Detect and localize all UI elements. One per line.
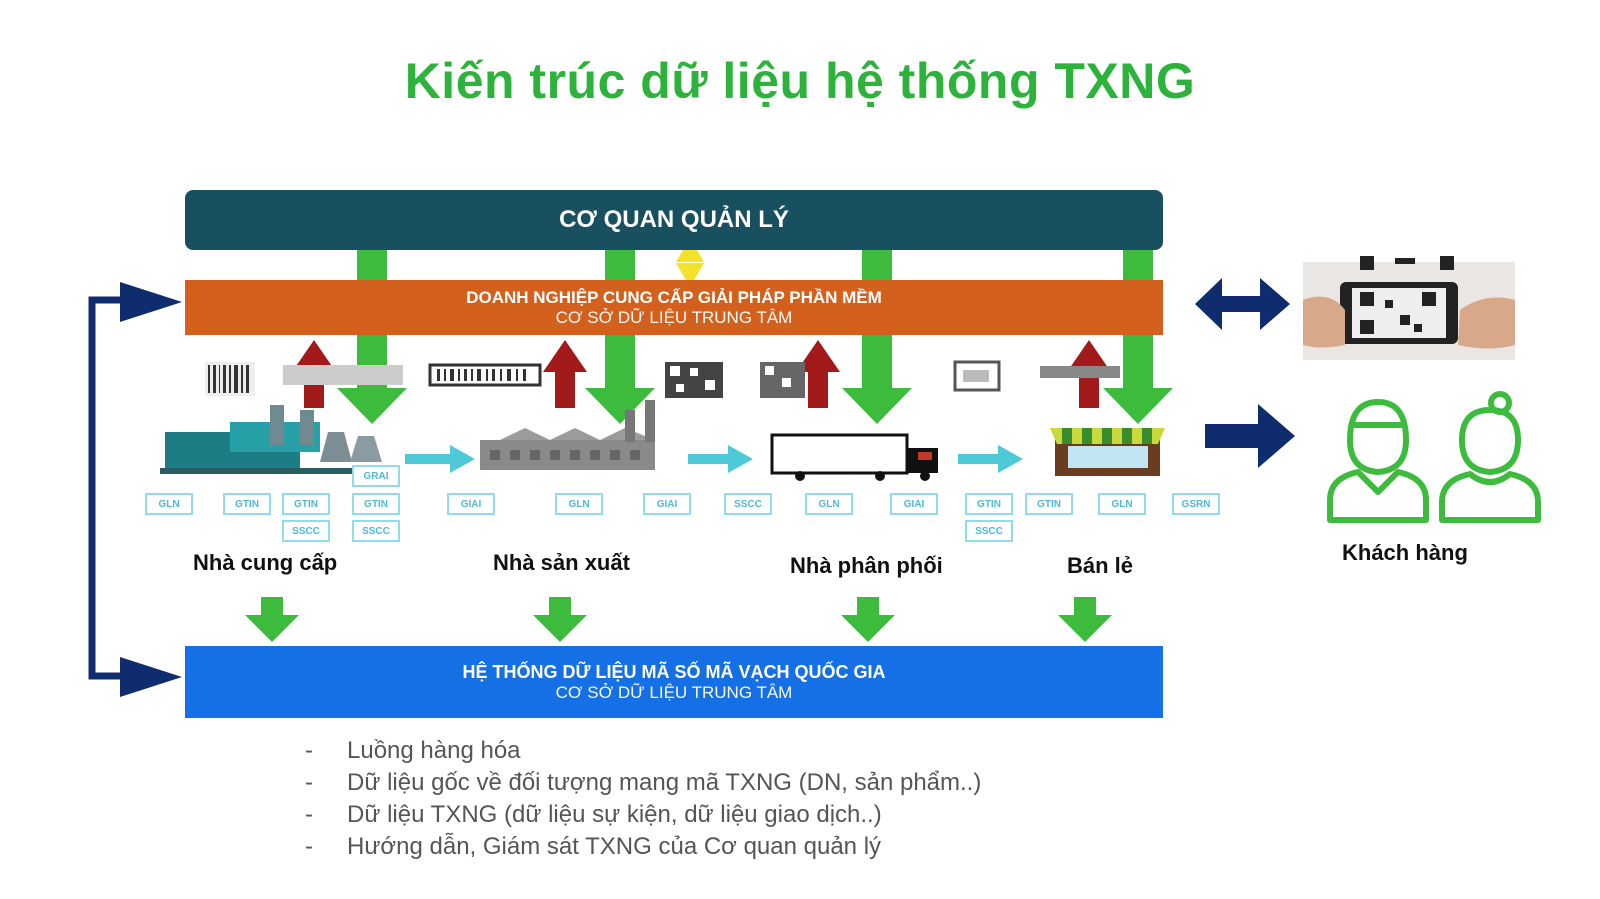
tag-gtin: GTIN (965, 493, 1013, 515)
customer-icons (1327, 391, 1541, 523)
tag-gln: GLN (805, 493, 853, 515)
stage-label-manufacturer: Nhà sản xuất (493, 550, 630, 575)
left-bracket-line (88, 296, 128, 680)
legend-item-text: Hướng dẫn, Giám sát TXNG của Cơ quan quả… (347, 833, 882, 860)
management-agency-label: CƠ QUAN QUẢN LÝ (559, 206, 789, 233)
legend-item: -Hướng dẫn, Giám sát TXNG của Cơ quan qu… (305, 831, 981, 863)
stage-label-distributor: Nhà phân phối (790, 553, 943, 578)
software-provider-band: DOANH NGHIỆP CUNG CẤP GIẢI PHÁP PHẦN MỀM… (185, 280, 1163, 335)
arrow-to-customers (1205, 404, 1295, 468)
yellow-up-arrow (676, 238, 704, 262)
legend-item-text: Dữ liệu gốc về đối tượng mang mã TXNG (D… (347, 769, 982, 796)
software-provider-label: DOANH NGHIỆP CUNG CẤP GIẢI PHÁP PHẦN MỀM (466, 287, 882, 307)
left-arrow-to-bottom (120, 657, 182, 697)
green-arrows-from-top (337, 250, 1173, 424)
tag-gtin: GTIN (223, 493, 271, 515)
distributor-truck-icon (770, 433, 938, 481)
goods-flow-arrows (405, 445, 1023, 473)
tag-sscc: SSCC (965, 520, 1013, 542)
supplier-facility-icon (160, 405, 390, 474)
legend-list: -Luồng hàng hóa -Dữ liệu gốc về đối tượn… (305, 735, 981, 863)
software-provider-sublabel: CƠ SỞ DỮ LIỆU TRUNG TÂM (555, 307, 793, 327)
tag-giai: GIAI (643, 493, 691, 515)
national-barcode-system-band: HỆ THỐNG DỮ LIỆU MÃ SỐ MÃ VẠCH QUỐC GIA … (185, 646, 1163, 718)
tag-sscc: SSCC (352, 520, 400, 542)
barcode-row (205, 360, 1120, 398)
legend-item: -Dữ liệu gốc về đối tượng mang mã TXNG (… (305, 767, 981, 799)
legend-item: -Luồng hàng hóa (305, 735, 981, 767)
national-barcode-system-sublabel: CƠ SỞ DỮ LIỆU TRUNG TÂM (555, 682, 793, 702)
tag-gtin: GTIN (282, 493, 330, 515)
tag-gln: GLN (145, 493, 193, 515)
tag-gln: GLN (555, 493, 603, 515)
manufacturer-factory-icon (480, 400, 655, 470)
yellow-down-arrow (676, 263, 704, 287)
legend-item-text: Dữ liệu TXNG (dữ liệu sự kiện, dữ liệu g… (347, 801, 882, 828)
left-arrow-to-middle (120, 282, 182, 322)
tag-giai: GIAI (447, 493, 495, 515)
stage-label-supplier: Nhà cung cấp (193, 550, 338, 575)
qr-scan-image (1303, 256, 1515, 360)
tag-gsrn: GSRN (1172, 493, 1220, 515)
legend-item: -Dữ liệu TXNG (dữ liệu sự kiện, dữ liệu … (305, 799, 981, 831)
tag-sscc: SSCC (282, 520, 330, 542)
tag-giai: GIAI (890, 493, 938, 515)
retail-shop-icon (1050, 428, 1165, 476)
page-title: Kiến trúc dữ liệu hệ thống TXNG (404, 53, 1196, 109)
national-barcode-system-label: HỆ THỐNG DỮ LIỆU MÃ SỐ MÃ VẠCH QUỐC GIA (462, 661, 886, 682)
tag-grai: GRAI (352, 465, 400, 487)
customer-label: Khách hàng (1342, 540, 1468, 565)
tag-gln: GLN (1098, 493, 1146, 515)
stage-label-retail: Bán lẻ (1067, 553, 1134, 578)
double-arrow-to-qr (1195, 278, 1290, 330)
tag-gtin: GTIN (352, 493, 400, 515)
tag-gtin: GTIN (1025, 493, 1073, 515)
green-arrows-to-bottom (245, 597, 1112, 642)
tag-sscc: SSCC (724, 493, 772, 515)
legend-item-text: Luồng hàng hóa (347, 737, 521, 764)
management-agency-band: CƠ QUAN QUẢN LÝ (185, 190, 1163, 250)
